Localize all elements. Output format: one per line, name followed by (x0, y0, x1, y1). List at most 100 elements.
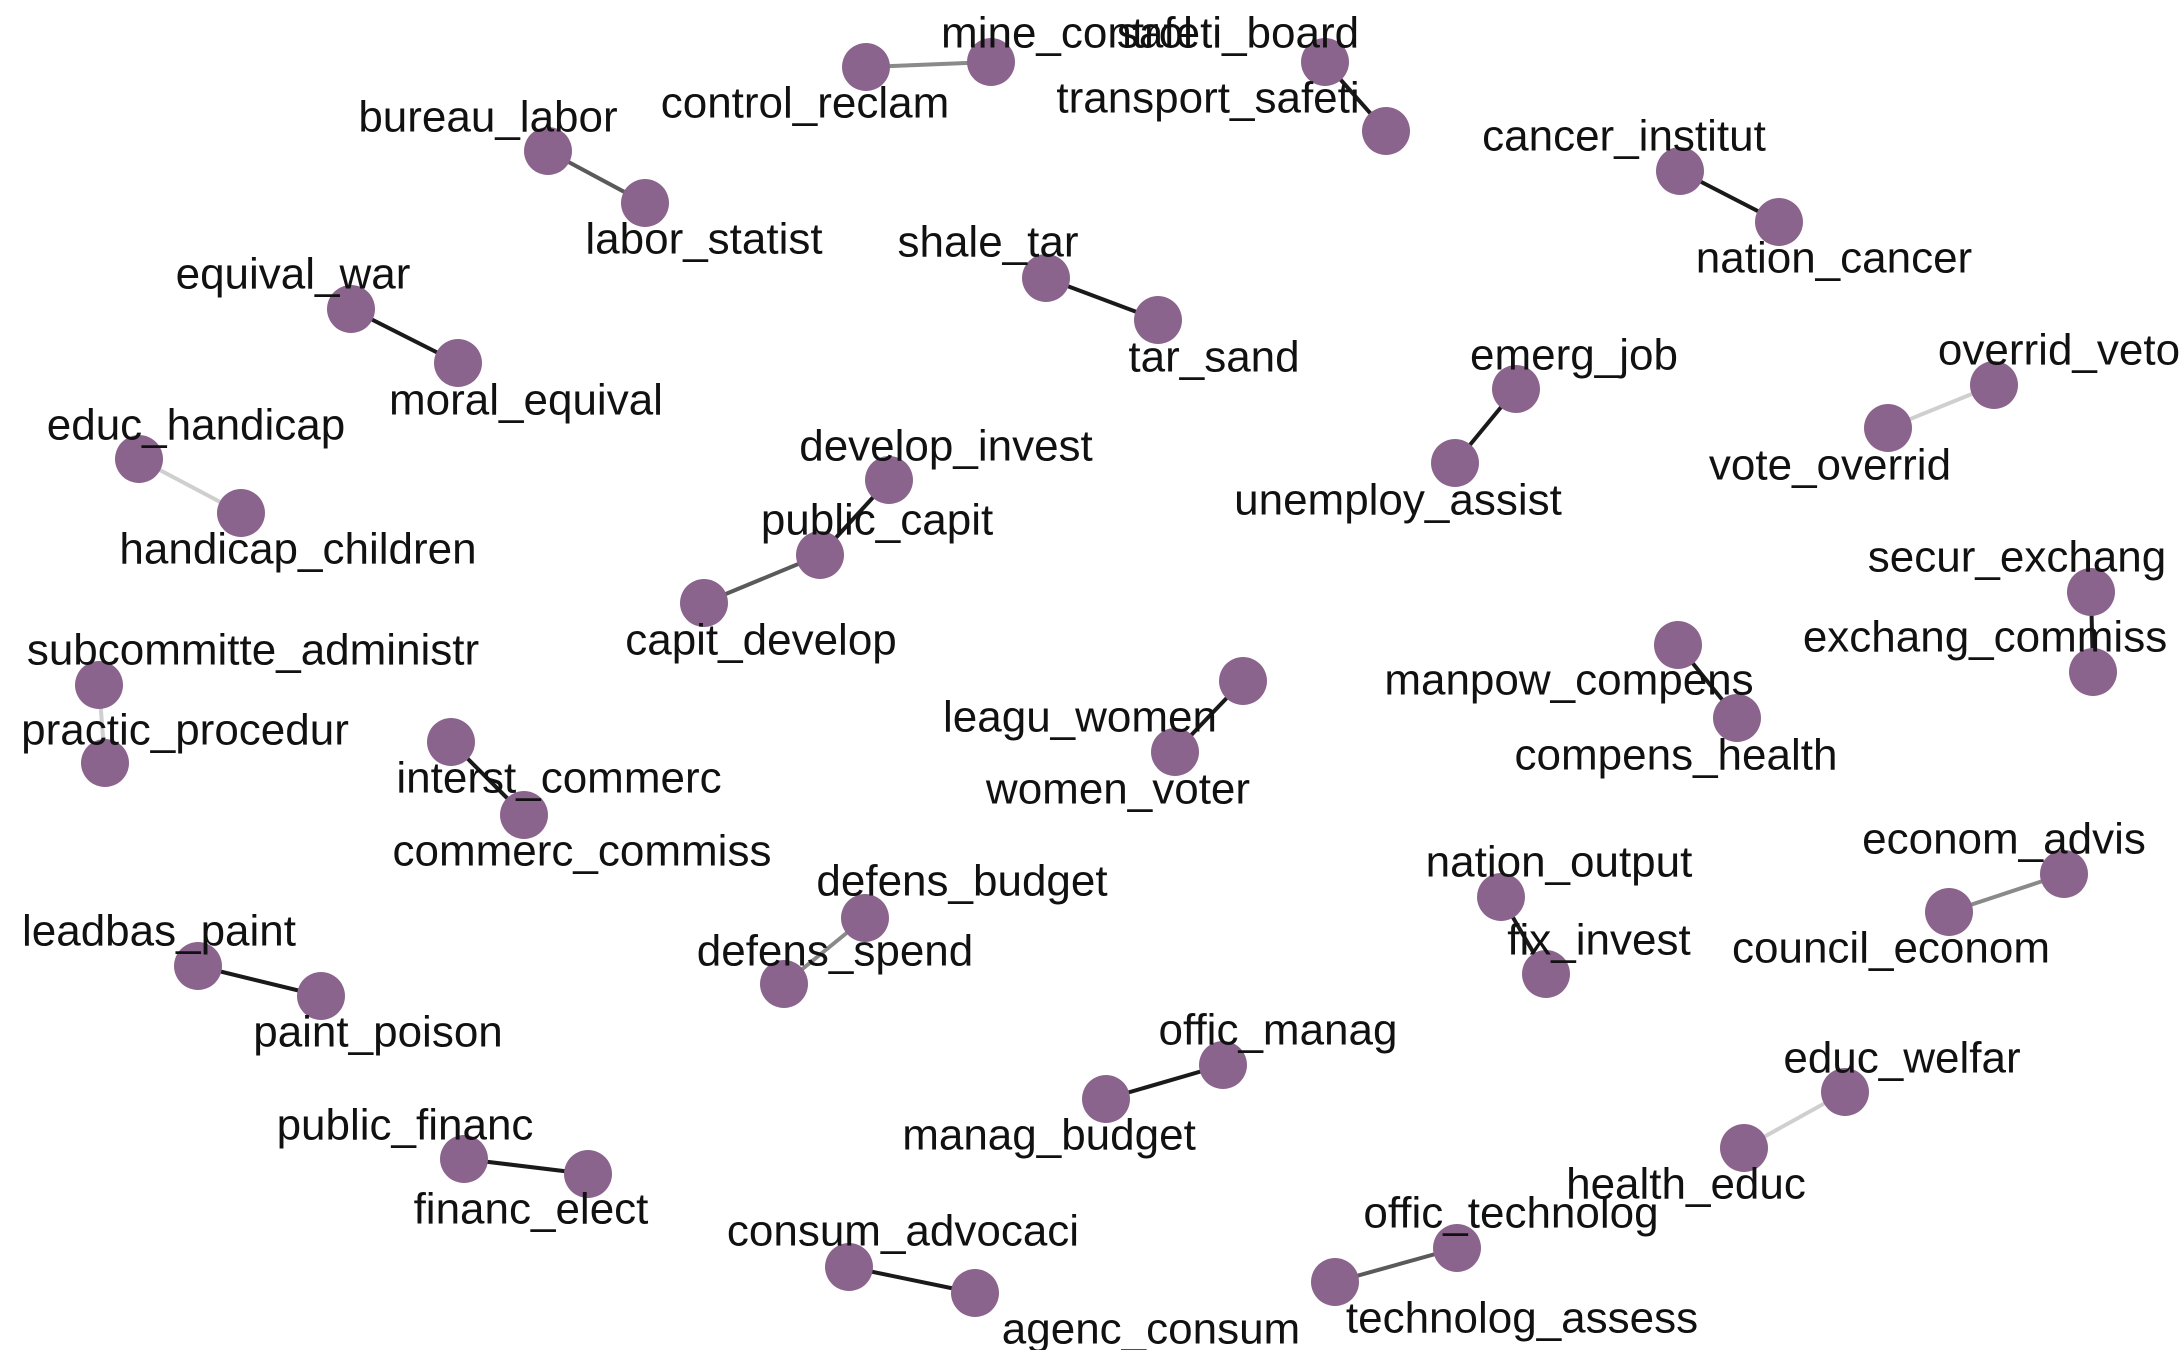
node-nation_cancer (1755, 198, 1803, 246)
node-label-control_reclam: control_reclam (661, 79, 950, 128)
node-overrid_veto (1970, 361, 2018, 409)
node-compens_health (1713, 694, 1761, 742)
node-label-capit_develop: capit_develop (625, 616, 897, 665)
node-label-nation_cancer: nation_cancer (1696, 234, 1972, 283)
node-label-equival_war: equival_war (176, 250, 411, 299)
node-fix_invest (1522, 950, 1570, 998)
node-labor_statist (621, 179, 669, 227)
node-label-paint_poison: paint_poison (253, 1008, 503, 1057)
node-label-emerg_job: emerg_job (1470, 331, 1678, 380)
node-capit_develop (680, 579, 728, 627)
label-layer: mine_control control_reclam safeti_boardtr… (21, 9, 2180, 1350)
node-leagu_women (1219, 657, 1267, 705)
node-shale_tar (1022, 254, 1070, 302)
node-financ_elect (564, 1150, 612, 1198)
node-tar_sand (1134, 296, 1182, 344)
node-label-women_voter: women_voter (985, 765, 1250, 814)
node-women_voter (1151, 728, 1199, 776)
node-exchang_commiss (2069, 648, 2117, 696)
node-label-vote_overrid: vote_overrid (1709, 441, 1951, 490)
node-label-public_financ: public_financ (277, 1101, 534, 1150)
node-label-defens_spend: defens_spend (697, 927, 973, 976)
node-defens_budget (841, 894, 889, 942)
node-label-secur_exchang: secur_exchang (1868, 533, 2166, 582)
node-label-interst_commerc: interst_commerc (396, 754, 721, 803)
node-agenc_consum (951, 1269, 999, 1317)
node-safeti_board (1301, 38, 1349, 86)
node-technolog_assess (1311, 1258, 1359, 1306)
node-consum_advocaci (825, 1243, 873, 1291)
node-label-financ_elect: financ_elect (414, 1185, 649, 1234)
node-label-safeti_board: safeti_board (1117, 9, 1359, 58)
node-layer (75, 38, 2117, 1317)
node-label-leagu_women: leagu_women (943, 693, 1217, 742)
node-transport_safeti (1362, 107, 1410, 155)
node-equival_war (327, 285, 375, 333)
node-label-overrid_veto: overrid_veto (1938, 326, 2180, 375)
node-label-council_econom: council_econom (1732, 924, 2050, 973)
node-label-educ_handicap: educ_handicap (47, 401, 345, 450)
node-manag_budget (1082, 1075, 1130, 1123)
node-label-develop_invest: develop_invest (799, 422, 1093, 471)
node-label-agenc_consum: agenc_consum (1002, 1305, 1300, 1350)
node-label-practic_procedur: practic_procedur (21, 706, 349, 755)
node-educ_welfar (1821, 1068, 1869, 1116)
node-manpow_compens (1654, 621, 1702, 669)
node-label-unemploy_assist: unemploy_assist (1234, 476, 1562, 525)
node-label-labor_statist: labor_statist (585, 215, 822, 264)
node-cancer_institut (1656, 147, 1704, 195)
node-subcommitte_administr (75, 661, 123, 709)
node-nation_output (1477, 873, 1525, 921)
node-label-leadbas_paint: leadbas_paint (22, 907, 296, 956)
node-label-econom_advis: econom_advis (1862, 815, 2146, 864)
node-label-moral_equival: moral_equival (389, 376, 663, 425)
node-council_econom (1925, 888, 1973, 936)
node-label-defens_budget: defens_budget (816, 857, 1107, 906)
node-leadbas_paint (174, 942, 222, 990)
node-label-public_capit: public_capit (761, 496, 993, 545)
node-label-shale_tar: shale_tar (897, 218, 1078, 267)
node-label-transport_safeti: transport_safeti (1056, 74, 1359, 123)
node-handicap_children (217, 489, 265, 537)
node-defens_spend (760, 960, 808, 1008)
node-label-educ_welfar: educ_welfar (1783, 1034, 2020, 1083)
node-label-handicap_children: handicap_children (119, 525, 476, 574)
node-label-cancer_institut: cancer_institut (1482, 112, 1766, 161)
node-educ_handicap (115, 435, 163, 483)
node-label-consum_advocaci: consum_advocaci (727, 1207, 1079, 1256)
node-label-mine_control: mine_control (941, 9, 1193, 58)
node-control_reclam (842, 43, 890, 91)
node-label-health_educ: health_educ (1566, 1160, 1806, 1209)
node-interst_commerc (427, 718, 475, 766)
node-label-compens_health: compens_health (1515, 731, 1838, 780)
node-label-offic_manag: offic_manag (1159, 1006, 1398, 1055)
node-emerg_job (1492, 365, 1540, 413)
node-paint_poison (297, 972, 345, 1020)
node-vote_overrid (1864, 404, 1912, 452)
node-label-fix_invest: fix_invest (1507, 916, 1690, 965)
node-practic_procedur (81, 739, 129, 787)
node-develop_invest (865, 456, 913, 504)
node-health_educ (1720, 1124, 1768, 1172)
node-label-exchang_commiss: exchang_commiss (1803, 613, 2167, 662)
node-moral_equival (434, 339, 482, 387)
node-bureau_labor (524, 127, 572, 175)
node-econom_advis (2040, 850, 2088, 898)
node-public_financ (440, 1135, 488, 1183)
node-label-manpow_compens: manpow_compens (1384, 656, 1753, 705)
node-public_capit (796, 531, 844, 579)
node-secur_exchang (2067, 568, 2115, 616)
node-label-subcommitte_administr: subcommitte_administr (27, 626, 479, 675)
node-unemploy_assist (1431, 439, 1479, 487)
node-label-bureau_labor: bureau_labor (358, 93, 617, 142)
node-label-tar_sand: tar_sand (1128, 333, 1299, 382)
node-offic_manag (1199, 1041, 1247, 1089)
node-label-technolog_assess: technolog_assess (1346, 1294, 1698, 1343)
node-label-manag_budget: manag_budget (902, 1111, 1196, 1160)
node-label-commerc_commiss: commerc_commiss (393, 827, 772, 876)
node-label-nation_output: nation_output (1426, 838, 1693, 887)
node-offic_technolog (1433, 1224, 1481, 1272)
node-mine_control (967, 38, 1015, 86)
